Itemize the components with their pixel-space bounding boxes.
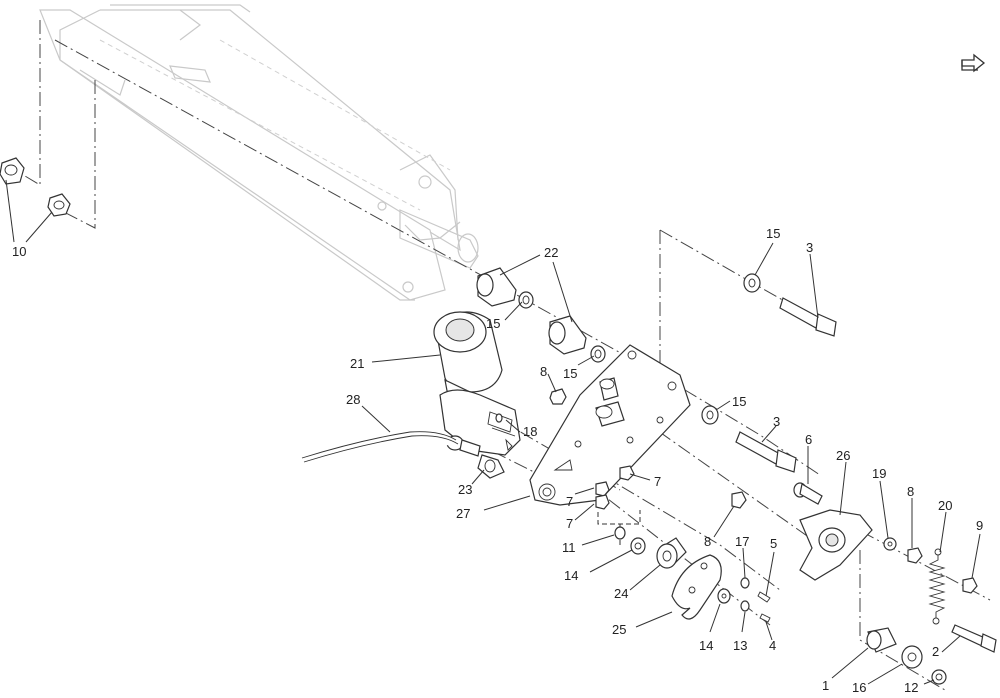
part-bolt-3-top [743,273,837,337]
part-bushing-1 [866,627,897,653]
callout-13: 13 [733,638,747,653]
part-bracket-11-guide [597,510,641,545]
part-washer-16 [901,645,923,669]
callout-9: 9 [976,518,983,533]
callout-14-left: 14 [564,568,578,583]
part-fitting-23 [477,454,505,479]
part-bushings-22 [476,267,606,363]
callout-labels: 10 22 15 3 15 21 15 8 15 3 28 18 6 26 19… [12,226,983,695]
callout-15-center: 15 [563,366,577,381]
callout-10: 10 [12,244,26,259]
callout-16: 16 [852,680,866,695]
callout-15-upper-left: 15 [486,316,500,331]
part-bolt-3-mid [735,431,797,473]
part-small-nuts-8-7 [549,388,978,594]
callout-20: 20 [938,498,952,513]
callout-12: 12 [904,680,918,695]
callout-17: 17 [735,534,749,549]
part-cam-24 [656,537,687,569]
part-motor-21 [433,311,521,457]
callout-6: 6 [805,432,812,447]
callout-3-mid: 3 [773,414,780,429]
part-spring-20 [928,548,946,625]
callout-25: 25 [612,622,626,637]
callout-8-upper: 8 [540,364,547,379]
callout-27: 27 [456,506,470,521]
callout-22: 22 [544,245,558,260]
callout-19: 19 [872,466,886,481]
part-plate-25 [671,554,722,620]
callout-4: 4 [769,638,776,653]
callout-7-lower: 7 [566,516,573,531]
callout-15-mid: 15 [732,394,746,409]
callout-3-top: 3 [806,240,813,255]
part-ring-12 [931,669,947,685]
callout-7-middle: 7 [566,494,573,509]
part-small-hardware-17-5-13-4 [717,577,771,623]
callout-5: 5 [770,536,777,551]
part-washer-19 [883,537,897,551]
callout-24: 24 [614,586,628,601]
assembly-axis-lines [14,20,991,691]
callout-1: 1 [822,678,829,693]
callout-18: 18 [523,424,537,439]
callout-14-right: 14 [699,638,713,653]
callout-11: 11 [562,540,576,555]
part-nuts-10 [0,157,71,217]
part-pin-6 [793,482,823,505]
part-lever-26 [799,509,873,581]
callout-2: 2 [932,644,939,659]
callout-leader-lines [5,179,981,685]
callout-23: 23 [458,482,472,497]
return-arrow-icon[interactable] [961,53,986,73]
callout-15-top: 15 [766,226,780,241]
callout-21: 21 [350,356,364,371]
part-plate-27 [529,344,691,506]
callout-8-lower: 8 [704,534,711,549]
part-washer-15-small [495,413,513,451]
callout-28: 28 [346,392,360,407]
ghost-arm-assembly [39,4,479,301]
callout-7-right: 7 [654,474,661,489]
part-washers-15-mid [701,405,719,425]
callout-26: 26 [836,448,850,463]
callout-8-right: 8 [907,484,914,499]
part-bolt-2 [951,624,997,653]
part-cable-28 [301,431,459,463]
part-washer-14-left [630,537,646,555]
